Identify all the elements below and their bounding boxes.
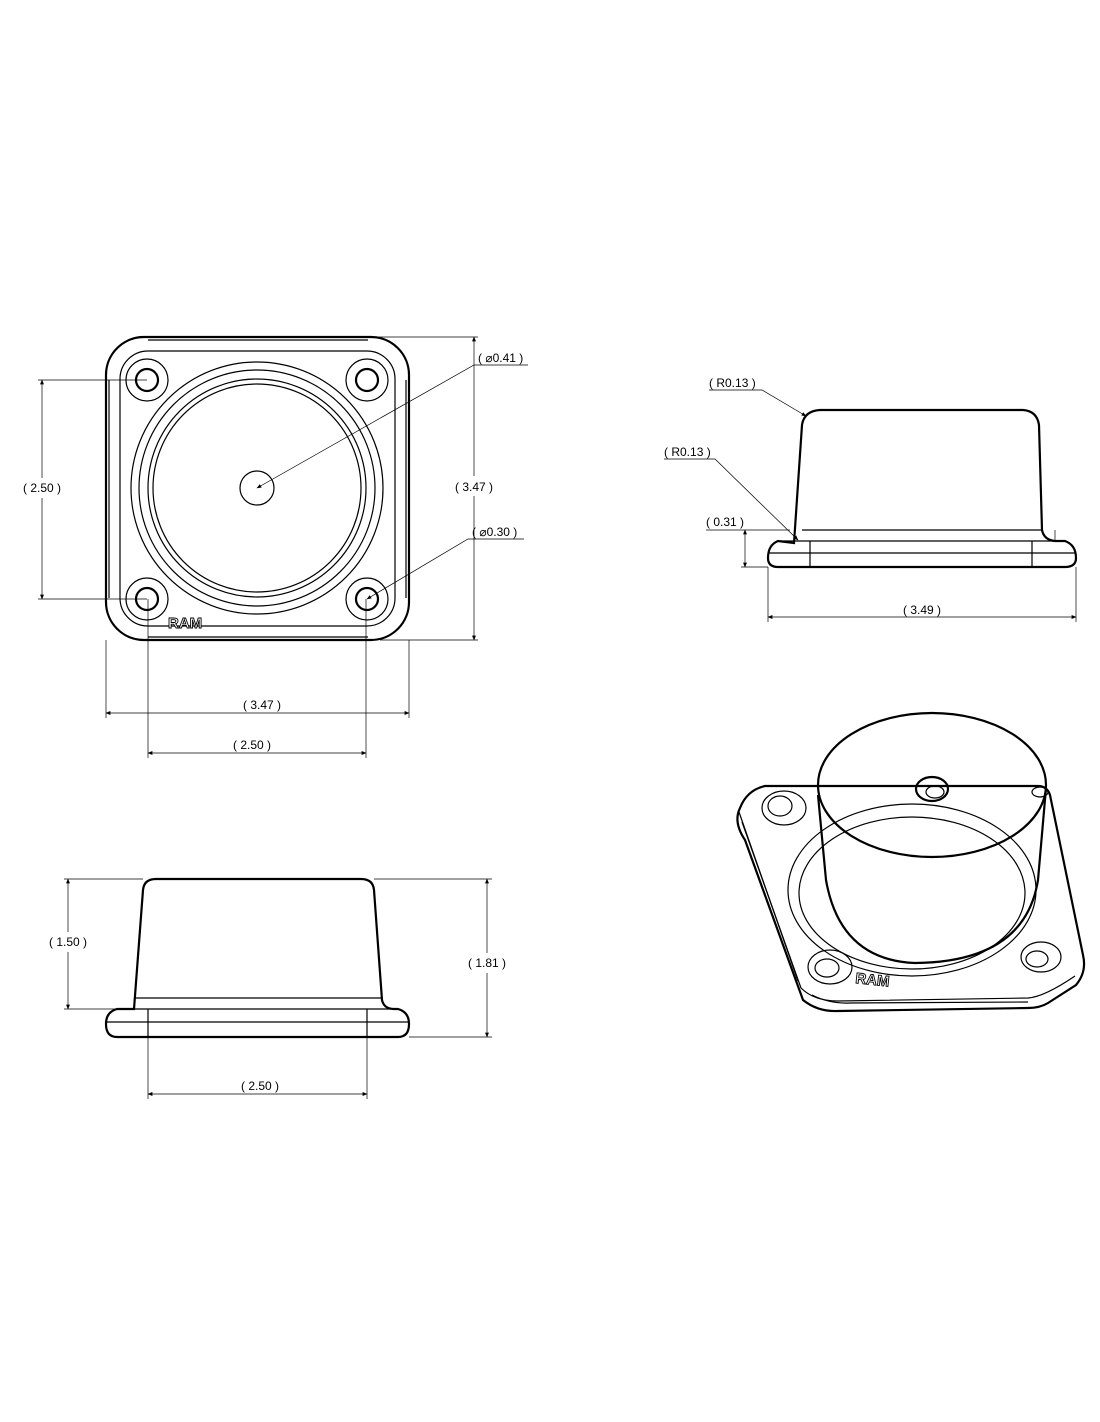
svg-text:( 1.81 ): ( 1.81 ) — [468, 956, 506, 970]
svg-text:( 2.50 ): ( 2.50 ) — [23, 481, 61, 495]
dim-center-hole-diameter: 0.41 — [493, 351, 517, 365]
dim-base-radius: R0.13 — [671, 445, 703, 459]
dim-top-overall-height: 3.47 — [462, 480, 486, 494]
svg-text:( ⌀0.41 ): ( ⌀0.41 ) — [478, 351, 523, 365]
dim-front-overall-height: 1.81 — [475, 956, 499, 970]
front-view: ( 1.50 ) ( 1.81 ) ( 2.50 ) — [48, 877, 507, 1099]
dim-front-hole-pattern-width: 2.50 — [248, 1079, 272, 1093]
svg-text:( 2.50 ): ( 2.50 ) — [233, 738, 271, 752]
svg-text:( 0.31 ): ( 0.31 ) — [706, 515, 744, 529]
iso-base-outline — [736, 784, 1086, 1013]
center-hole — [239, 470, 275, 506]
dim-front-body-height: 1.50 — [56, 935, 80, 949]
svg-text:( R0.13 ): ( R0.13 ) — [664, 445, 711, 459]
iso-dome-side — [816, 787, 1048, 965]
dim-side-overall-width: 3.49 — [910, 603, 934, 617]
top-view-dome-inner — [152, 383, 362, 593]
isometric-view: RAM — [736, 711, 1086, 1013]
top-view-brand-mark: RAM — [168, 615, 202, 632]
side-view-profile — [766, 408, 1078, 569]
svg-text:( ⌀0.30 ): ( ⌀0.30 ) — [472, 525, 517, 539]
iso-brand-mark: RAM — [855, 970, 891, 990]
iso-mount-hole-back-right — [1031, 786, 1049, 798]
svg-text:( 3.47 ): ( 3.47 ) — [455, 480, 493, 494]
iso-center-hole — [914, 775, 950, 803]
top-view-base-inner-edge — [119, 350, 396, 627]
dim-flange-thickness: 0.31 — [713, 515, 737, 529]
dim-mount-hole-diameter: 0.30 — [487, 525, 511, 539]
dim-top-overall-width: 3.47 — [250, 698, 274, 712]
iso-mount-hole-back-left — [761, 790, 807, 826]
svg-text:( 1.50 ): ( 1.50 ) — [49, 935, 87, 949]
dim-top-hole-pattern-height: 2.50 — [30, 481, 54, 495]
iso-mount-hole-front-right — [1020, 941, 1062, 973]
svg-text:( 3.49 ): ( 3.49 ) — [903, 603, 941, 617]
iso-dome-top — [816, 711, 1048, 859]
top-view-base-outline — [104, 335, 411, 642]
side-view: ( R0.13 ) ( R0.13 ) ( 0.31 ) ( 3.49 ) — [664, 376, 1078, 622]
mount-hole-bottom-right — [345, 577, 389, 621]
svg-text:( 2.50 ): ( 2.50 ) — [241, 1079, 279, 1093]
top-view-dome-outer — [130, 361, 384, 615]
top-view: RAM ( 2.50 ) ( 3.47 ) ( 3.47 ) ( 2.50 ) … — [22, 335, 528, 758]
dim-top-hole-pattern-width: 2.50 — [240, 738, 264, 752]
dim-top-radius: R0.13 — [716, 376, 748, 390]
front-view-profile — [104, 877, 411, 1039]
mount-hole-top-right — [345, 358, 389, 402]
svg-text:( 3.47 ): ( 3.47 ) — [243, 698, 281, 712]
iso-mount-hole-front-left — [807, 949, 853, 985]
svg-text:( R0.13 ): ( R0.13 ) — [709, 376, 756, 390]
